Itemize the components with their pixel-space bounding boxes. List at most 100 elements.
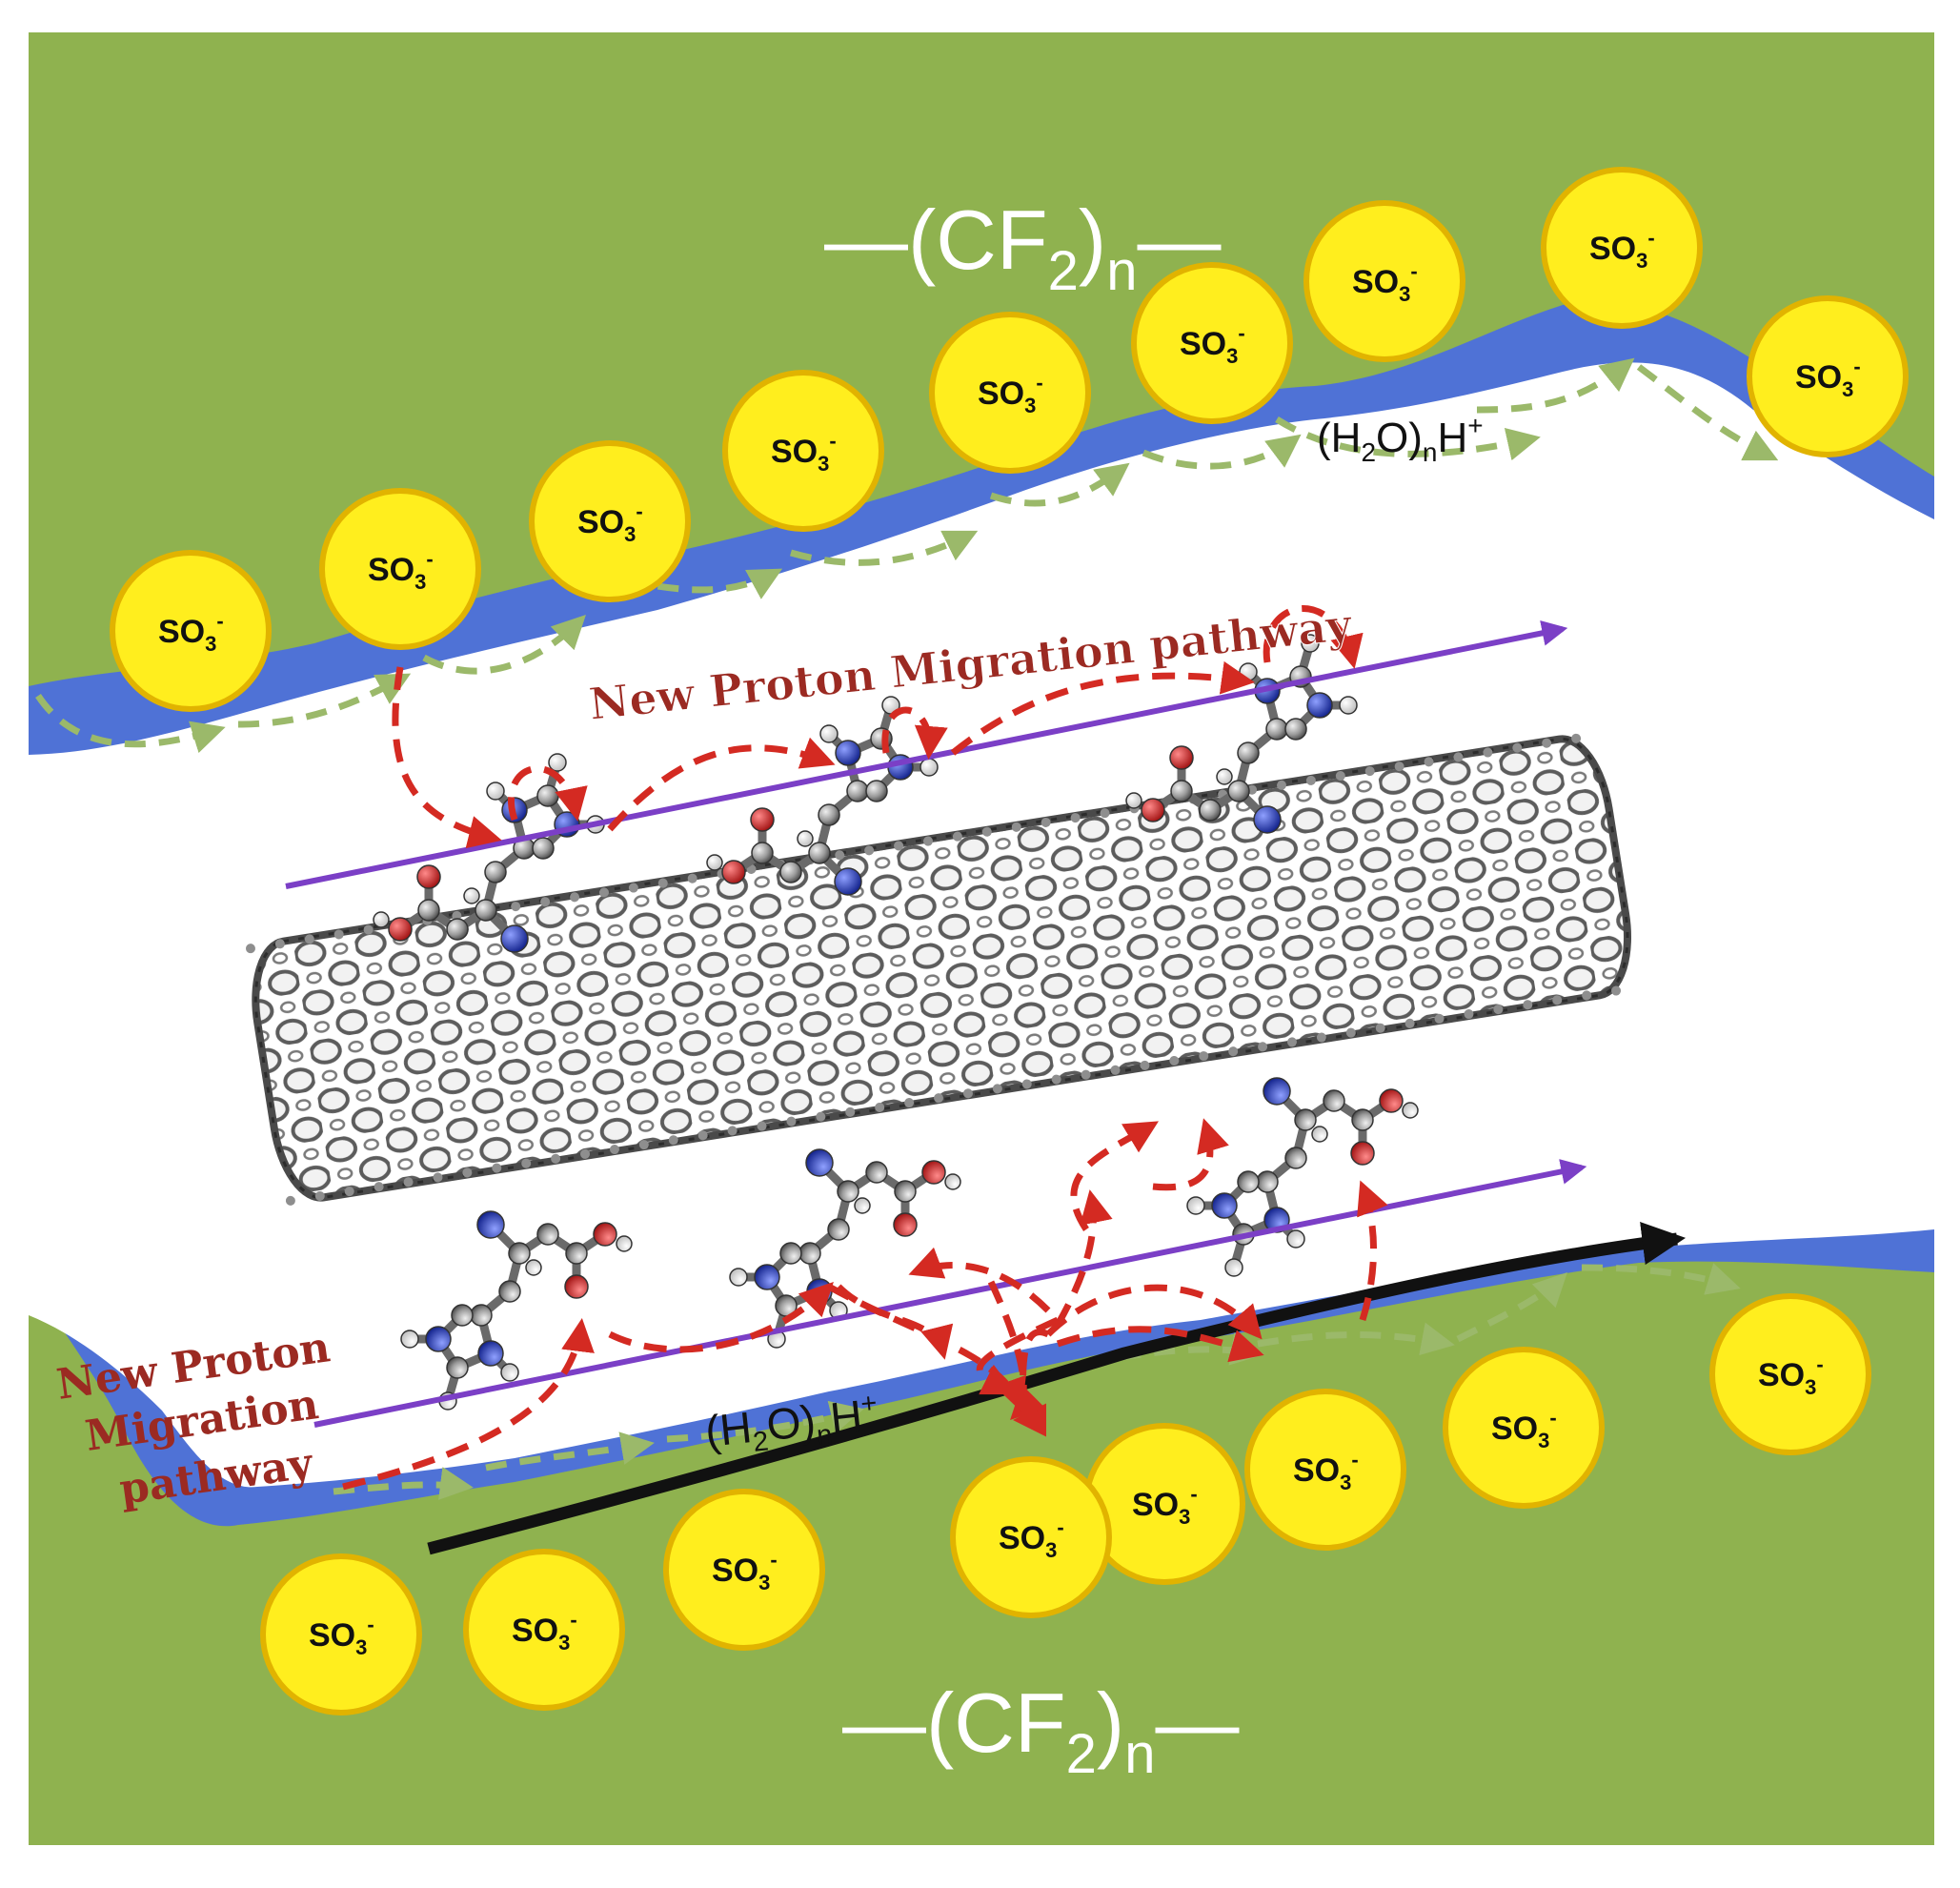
proton-hop-arrow-10	[908, 1247, 1051, 1313]
atom	[1284, 718, 1307, 741]
atom	[1323, 1089, 1345, 1112]
sulfonate-circle	[260, 1553, 422, 1715]
nanotube-rim-atom	[285, 1195, 295, 1206]
sulfonate-label: SO3-	[999, 1515, 1064, 1562]
nanotube-rim-atom	[374, 1182, 384, 1192]
sulfonate-label: SO3-	[1293, 1448, 1359, 1494]
atom	[548, 753, 567, 772]
atom	[593, 1222, 617, 1247]
proton-hop-arrow-3	[607, 737, 836, 832]
nanotube-rim-atom	[1434, 1013, 1445, 1024]
atom	[446, 1356, 469, 1379]
atom	[425, 1326, 452, 1352]
atom	[1351, 1108, 1374, 1131]
atom	[1211, 1192, 1238, 1219]
carbon-nanotube	[245, 733, 1632, 1206]
nanotube-rim-atom	[570, 892, 580, 903]
atom	[616, 1235, 633, 1252]
sulfonate-circle	[1747, 295, 1909, 457]
nanotube-rim-atom	[845, 1106, 856, 1117]
proton-hopping-arrows	[342, 605, 1388, 1491]
atom	[373, 911, 390, 928]
sulfonate-group-7: SO3-	[1303, 200, 1465, 362]
hydronium-label-top: (H2O)nH+	[1317, 411, 1484, 467]
nanotube-rim-atom	[1375, 1023, 1385, 1033]
nanotube-outline	[253, 737, 1629, 1200]
proton-hop-arrow-16	[1357, 1180, 1388, 1322]
sulfonate-label: SO3-	[1491, 1406, 1557, 1452]
atom	[1284, 1147, 1307, 1169]
vehicle-arrow-17	[1581, 1263, 1741, 1295]
atom	[750, 807, 775, 832]
proton-hop-arrow-15	[1056, 1326, 1264, 1363]
nanotube-rim-atom	[1100, 808, 1110, 819]
atom	[532, 837, 555, 860]
sulfonate-group-8: SO3-	[1541, 167, 1703, 329]
nanotube-rim-atom	[609, 1145, 619, 1155]
nanotube-rim-atom	[628, 883, 638, 893]
atom	[1256, 1170, 1279, 1193]
nanotube-rim-atom	[1258, 1042, 1268, 1052]
proton-hop-arrow-5	[950, 660, 1255, 756]
sulfonate-circle	[929, 312, 1091, 474]
nanotube-rim-atom	[1140, 1060, 1150, 1070]
nanotube-rim-atom	[1169, 1055, 1180, 1066]
vehicle-arrow-9	[1476, 357, 1635, 414]
vehicle-arrow-3	[422, 615, 586, 675]
atom	[854, 1197, 871, 1214]
vehicle-arrow-15	[1257, 1322, 1455, 1356]
atom	[565, 1242, 588, 1265]
nanotube-rim-atom	[1070, 813, 1081, 823]
atom	[486, 782, 505, 801]
atom	[1125, 792, 1142, 809]
atom	[475, 899, 497, 922]
nanotube-rim-atom	[1523, 1000, 1533, 1010]
nanotube-rim-atom	[638, 1140, 649, 1150]
sulfonate-group-14: SO3-	[950, 1456, 1112, 1618]
nanotube-rim-atom	[245, 944, 255, 954]
sulfonate-group-9: SO3-	[1747, 295, 1909, 457]
atom	[893, 1212, 918, 1237]
sulfonate-group-13: SO3-	[1083, 1423, 1245, 1585]
atom	[536, 1223, 559, 1246]
vehicle-arrow-2	[237, 673, 412, 728]
nanotube-rim-atom	[452, 910, 462, 921]
atom	[819, 724, 839, 743]
atom	[1227, 780, 1250, 802]
atom	[1199, 799, 1222, 822]
vehicle-arrow-7	[1142, 434, 1302, 470]
atom	[536, 784, 559, 807]
vehicle-arrow-11	[333, 1467, 474, 1500]
nanotube-rim-atom	[492, 1163, 502, 1173]
atom	[805, 1148, 834, 1177]
histidine-molecule-3	[1125, 634, 1358, 834]
atom	[1216, 768, 1233, 785]
atom	[484, 861, 507, 883]
sulfonate-circle	[1443, 1347, 1605, 1509]
nanotube-rim-atom	[835, 850, 845, 861]
nanotube-rim-atom	[1571, 733, 1582, 743]
atom	[919, 758, 939, 777]
atom	[477, 1340, 504, 1367]
atom	[706, 854, 723, 871]
atom	[921, 1160, 946, 1185]
nanotube-rim-atom	[521, 1158, 532, 1168]
sulfonate-label: SO3-	[771, 429, 837, 476]
nanotube-rim-atom	[1404, 1018, 1415, 1028]
sulfonate-label: SO3-	[577, 499, 643, 546]
atom	[1224, 1258, 1243, 1277]
nanotube-rim-atom	[992, 1084, 1002, 1094]
sulfonate-label: SO3-	[512, 1608, 577, 1655]
atom	[1311, 1126, 1328, 1143]
nanotube-rim-atom	[1512, 742, 1523, 753]
nanotube-rim-atom	[668, 1135, 678, 1146]
atom	[1141, 798, 1165, 822]
nanotube-rim-atom	[1316, 1032, 1326, 1043]
sulfonate-label: SO3-	[1180, 321, 1245, 368]
proton-hop-arrow-2	[507, 764, 588, 822]
atom	[1286, 1229, 1305, 1249]
hydronium-transport-arrow	[427, 1221, 1687, 1555]
nanotube-rim-atom	[923, 836, 934, 846]
vehicle-arrow-16	[1456, 1272, 1567, 1343]
